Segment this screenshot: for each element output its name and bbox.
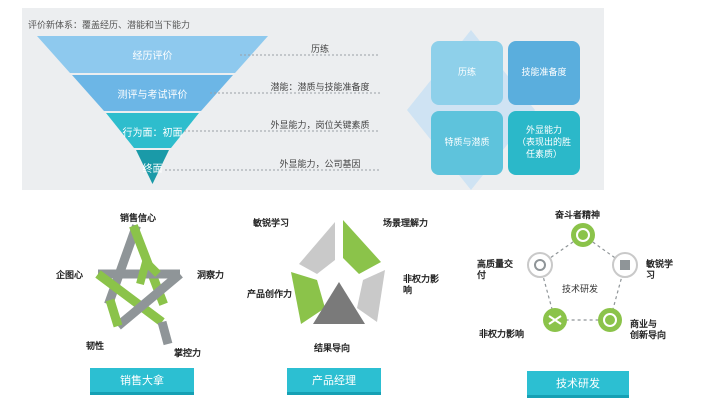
funnel-level-2 xyxy=(72,75,233,111)
pm-label-influence: 非权力影 响 xyxy=(403,275,440,296)
funnel-level-3-label: 行为面：初面 xyxy=(122,128,183,139)
tech-tag: 技术研发 xyxy=(527,371,629,398)
pm-tag: 产品经理 xyxy=(287,368,381,395)
funnel-level-1 xyxy=(37,36,268,73)
pm-label-result: 结果导向 xyxy=(314,344,351,354)
funnel-desc-2: 潜能：潜质与技能准备度 xyxy=(270,83,370,93)
pm-label-creativity: 产品创作力 xyxy=(247,290,293,300)
tech-label-influence: 非权力影响 xyxy=(479,330,525,340)
tech-pentagon-icon xyxy=(527,223,638,332)
quadrant-traits-potential: 特质与潜质 xyxy=(431,111,503,175)
sales-tag: 销售大拿 xyxy=(90,368,194,395)
tech-label-learning: 敏锐学 习 xyxy=(646,260,674,281)
tech-node-influence xyxy=(543,308,567,332)
funnel-level-3 xyxy=(106,113,199,148)
sales-label-control: 掌控力 xyxy=(174,349,202,359)
funnel-level-4-label: 终面 xyxy=(142,164,163,175)
tech-center-label: 技术研发 xyxy=(562,285,599,295)
funnel-desc-4: 外显能力，公司基因 xyxy=(279,160,361,170)
pm-label-learning: 敏锐学习 xyxy=(253,219,290,229)
sales-label-confidence: 销售信心 xyxy=(120,214,157,224)
tech-node-learning xyxy=(612,252,638,278)
sales-label-resilience: 韧性 xyxy=(86,342,105,352)
quadrant-traits-potential-label: 特质与潜质 xyxy=(444,138,490,148)
quadrant-skill-readiness-label: 技能准备度 xyxy=(521,68,567,78)
funnel-level-2-label: 测评与考试评价 xyxy=(117,90,188,101)
tech-label-delivery: 高质量交 付 xyxy=(477,260,514,281)
tech-label-striver: 奋斗者精神 xyxy=(555,211,601,221)
sales-label-insight: 洞察力 xyxy=(197,271,225,281)
funnel-level-1-label: 经历评价 xyxy=(132,51,173,62)
quadrant-external-ability: 外显能力 （表现出的胜 任素质） xyxy=(508,111,580,175)
tech-label-business: 商业与 创新导向 xyxy=(630,320,667,341)
funnel-desc-1: 历练 xyxy=(310,45,329,55)
tech-node-striver xyxy=(571,223,595,247)
quadrant-skill-readiness: 技能准备度 xyxy=(508,41,580,105)
quadrant-experience: 历练 xyxy=(431,41,503,105)
tech-node-delivery xyxy=(527,252,553,278)
pm-pentagon-icon xyxy=(291,220,385,324)
quadrant-experience-label: 历练 xyxy=(457,68,476,78)
funnel-level-4 xyxy=(136,150,169,184)
quadrant-external-ability-label: 外显能力 （表现出的胜 任素质） xyxy=(516,126,571,160)
pm-label-scenario: 场景理解力 xyxy=(383,219,429,229)
panel-title: 评价新体系：覆盖经历、潜能和当下能力 xyxy=(28,21,191,31)
sales-star-icon xyxy=(95,224,183,346)
sales-label-ambition: 企图心 xyxy=(56,271,84,281)
tech-node-business xyxy=(598,308,622,332)
funnel-desc-3: 外显能力，岗位关键素质 xyxy=(270,121,370,131)
